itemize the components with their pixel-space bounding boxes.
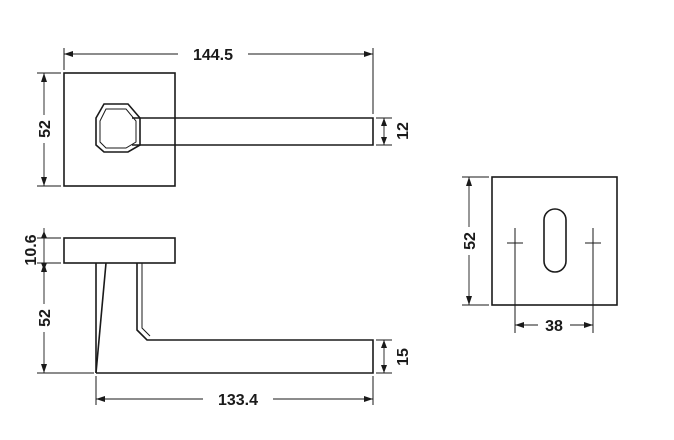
square-rose-outline	[63, 72, 176, 187]
side-view	[63, 237, 374, 374]
dimension-projection: 52	[34, 263, 94, 374]
dimension-lever-length: 133.4	[95, 376, 374, 409]
front-view	[63, 72, 374, 187]
dimension-hole-spacing: 38	[515, 315, 593, 335]
label-lever-length: 133.4	[218, 392, 258, 409]
lever-neck-outline	[95, 103, 141, 153]
dimension-escutcheon-height: 52	[459, 176, 489, 306]
escutcheon-square	[491, 176, 618, 306]
label-hole-spacing: 38	[545, 318, 563, 335]
label-rose-height-top: 52	[37, 120, 54, 138]
key-slot	[543, 208, 567, 273]
label-projection: 52	[37, 309, 54, 327]
lever-side-inner-edge	[141, 263, 151, 337]
escutcheon-view	[491, 176, 618, 333]
dimension-lever-depth: 15	[376, 339, 412, 374]
label-escutcheon-height: 52	[462, 232, 479, 250]
dimension-rose-thickness: 10.6	[23, 228, 61, 273]
label-lever-depth: 15	[395, 348, 412, 366]
lever-bar-outline	[132, 117, 374, 146]
dimension-lever-thickness: 12	[376, 117, 412, 146]
rose-plate-side	[63, 237, 176, 264]
lever-neck-inner	[99, 108, 137, 149]
label-overall-length: 144.5	[193, 47, 233, 64]
lever-side-outline	[96, 263, 374, 374]
dimension-rose-height-top: 52	[34, 72, 61, 187]
dimension-overall-length: 144.5	[63, 44, 374, 114]
label-rose-thickness: 10.6	[23, 234, 40, 265]
label-lever-thickness: 12	[395, 122, 412, 140]
